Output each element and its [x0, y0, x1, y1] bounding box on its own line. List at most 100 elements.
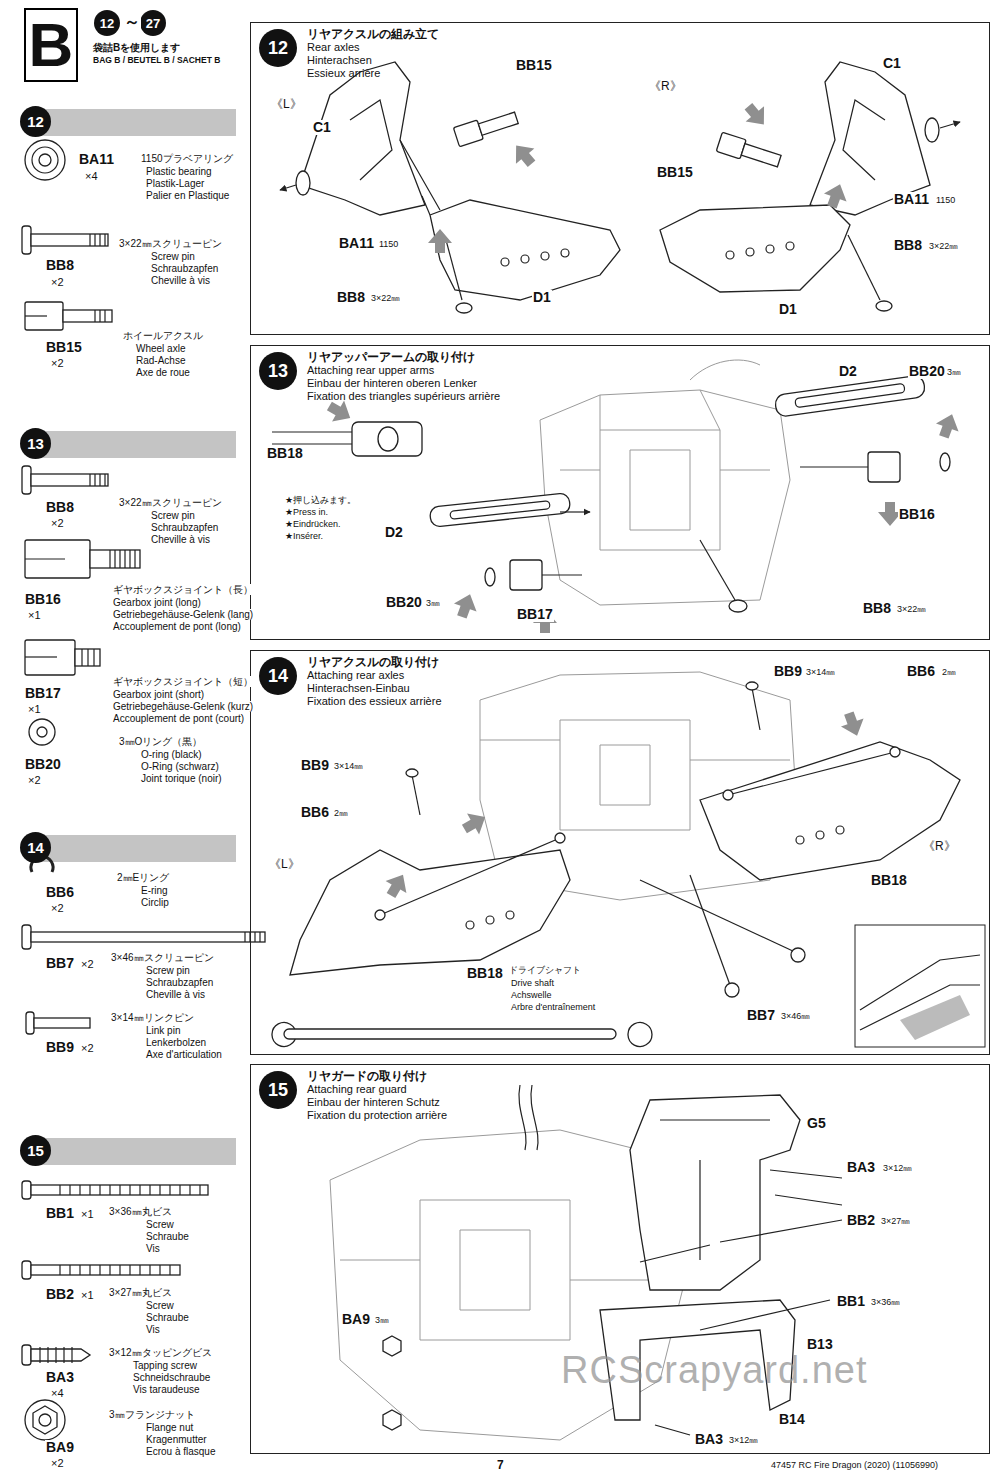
- note-text: ×2: [50, 276, 65, 288]
- note-text: ×4: [84, 170, 99, 182]
- note-text: 3㎜: [425, 599, 441, 609]
- part-code: BB7: [746, 1008, 776, 1023]
- part-code: B14: [778, 1412, 806, 1427]
- note-text: Link pin: [145, 1025, 181, 1036]
- part-code: BA3: [846, 1160, 876, 1175]
- note-text: 3×14㎜: [333, 762, 364, 772]
- step-band: 14: [20, 832, 51, 863]
- step-bands: [36, 109, 236, 1165]
- bag-letter: B: [24, 8, 78, 82]
- step-band: 12: [20, 106, 51, 137]
- step-title: Essieux arrière: [307, 67, 439, 80]
- step-heading: リヤアクスルの取り付けAttaching rear axlesHinterach…: [307, 656, 442, 708]
- note-text: Screw pin: [150, 251, 196, 262]
- note-text: 3×14㎜リンクピン: [110, 1012, 195, 1023]
- note-text: Getriebegehäuse-Gelenk (kurz): [112, 701, 254, 712]
- step-badge: 12: [94, 10, 120, 36]
- note-text: Cheville à vis: [150, 275, 211, 286]
- note-text: ×2: [50, 517, 65, 529]
- part-code: BB6: [300, 805, 330, 820]
- part-code: BB8: [862, 601, 892, 616]
- part-code: BB18: [266, 446, 304, 461]
- note-text: Schraubzapfen: [150, 263, 219, 274]
- note-text: Axe d'articulation: [145, 1049, 223, 1060]
- part-code: D2: [838, 364, 858, 379]
- note-text: Palier en Plastique: [145, 190, 230, 201]
- note-text: Plastik-Lager: [145, 178, 205, 189]
- note-text: 3×46㎜: [780, 1012, 811, 1022]
- step-label: 12: [268, 39, 288, 57]
- note-text: Achswelle: [510, 991, 553, 1001]
- note-text: Getriebegehäuse-Gelenk (lang): [112, 609, 254, 620]
- note-text: ★押し込みます。: [284, 496, 357, 506]
- note-text: ×2: [80, 958, 95, 970]
- note-text: 1150: [935, 196, 956, 206]
- note-text: ×1: [27, 609, 42, 621]
- part-code: BA11: [893, 192, 930, 207]
- part-code: BB9: [300, 758, 330, 773]
- part-code: D1: [778, 302, 798, 317]
- step-title: Attaching rear upper arms: [307, 364, 500, 377]
- step-band: 13: [20, 428, 51, 459]
- step-panel: リヤガードの取り付けAttaching rear guardEinbau der…: [250, 1064, 990, 1454]
- note-text: 《R》: [922, 840, 957, 853]
- step-panel: リヤアッパーアームの取り付けAttaching rear upper armsE…: [250, 345, 990, 640]
- note-text: Rad-Achse: [135, 355, 186, 366]
- note-text: ギヤボックスジョイント（短）: [112, 676, 254, 687]
- part-code: BB18: [870, 873, 908, 888]
- note-text: Plastic bearing: [145, 166, 213, 177]
- part-code: D1: [532, 290, 552, 305]
- note-text: Gearbox joint (long): [112, 597, 202, 608]
- note-text: 1150プラベアリング: [140, 153, 234, 164]
- note-text: ×2: [50, 357, 65, 369]
- note-text: Joint torique (noir): [140, 773, 223, 784]
- part-code: BA9: [341, 1312, 371, 1327]
- part-code: BB8: [45, 500, 75, 515]
- note-text: ★Press in.: [284, 508, 329, 518]
- note-text: Vis taraudeuse: [132, 1384, 201, 1395]
- step-label: 12: [27, 114, 44, 129]
- note-text: Screw pin: [150, 510, 196, 521]
- note-text: 3×12㎜: [728, 1436, 759, 1446]
- note-text: ★Eindrücken.: [284, 520, 342, 530]
- note-text: Schraube: [145, 1231, 190, 1242]
- note-text: 1150: [378, 240, 399, 250]
- kit-reference: 47457 RC Fire Dragon (2020) (11056990): [770, 1461, 939, 1471]
- step-title: Fixation des triangles supérieurs arrièr…: [307, 390, 500, 403]
- note-text: Cheville à vis: [150, 534, 211, 545]
- note-text: Wheel axle: [135, 343, 186, 354]
- step-title: Attaching rear guard: [307, 1083, 447, 1096]
- note-text: Accouplement de pont (long): [112, 621, 242, 632]
- part-code: BB8: [893, 238, 923, 253]
- step-label: 14: [27, 840, 44, 855]
- page-number: 7: [496, 1459, 505, 1472]
- note-text: O-ring (black): [140, 749, 203, 760]
- note-text: ×2: [50, 1457, 65, 1469]
- note-text: 3×36㎜丸ビス: [108, 1206, 173, 1217]
- part-code: BB15: [45, 340, 83, 355]
- note-text: 3×22㎜スクリューピン: [118, 497, 223, 508]
- part-code: BB15: [656, 165, 694, 180]
- note-text: ギヤボックスジョイント（長）: [112, 584, 254, 595]
- step-label: 13: [268, 362, 288, 380]
- part-code: BB1: [45, 1206, 75, 1221]
- note-text: Kragenmutter: [145, 1434, 208, 1445]
- part-code: BB1: [836, 1294, 866, 1309]
- part-code: BB8: [45, 258, 75, 273]
- part-code: D2: [384, 525, 404, 540]
- note-text: Schraubzapfen: [145, 977, 214, 988]
- note-text: 《R》: [648, 80, 683, 93]
- note-text: ×1: [80, 1289, 95, 1301]
- note-text: 3×27㎜: [880, 1217, 911, 1227]
- note-text: ★Insérer.: [284, 532, 324, 542]
- part-code: 袋詰Bを使用します: [92, 42, 181, 53]
- step-label: 14: [268, 667, 288, 685]
- note-text: 3×12㎜タッピングビス: [108, 1347, 213, 1358]
- part-code: BB2: [45, 1287, 75, 1302]
- part-code: BB7: [45, 956, 75, 971]
- step-title: リヤアクスルの取り付け: [307, 656, 442, 669]
- note-text: ×4: [50, 1387, 65, 1399]
- part-code: G5: [806, 1116, 827, 1131]
- note-text: Circlip: [140, 897, 170, 908]
- note-text: 3×22㎜: [928, 242, 959, 252]
